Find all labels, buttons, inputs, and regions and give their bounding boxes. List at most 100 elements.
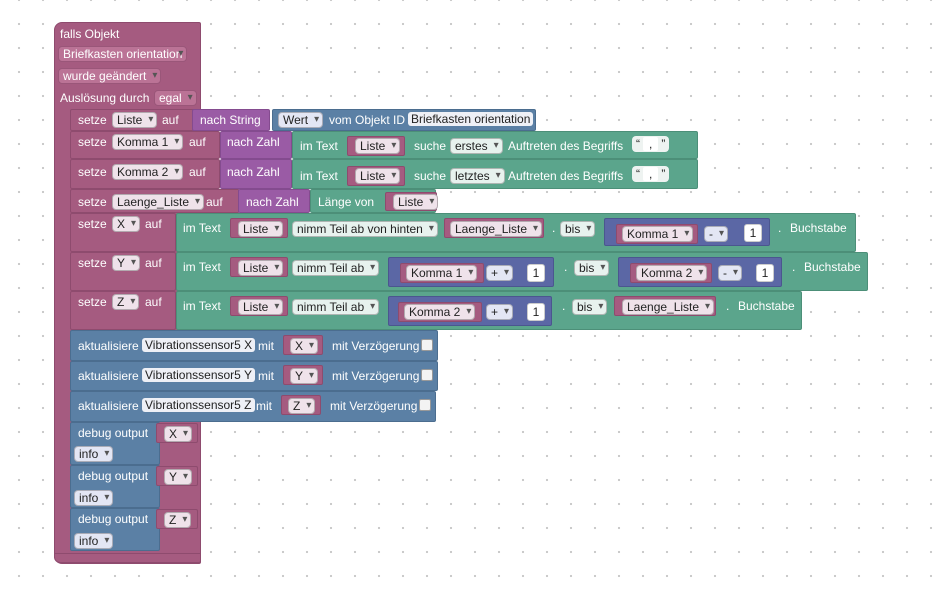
- setze-label: setze: [78, 165, 107, 179]
- auftreten-label: Auftreten des Begriffs: [508, 169, 624, 183]
- number-one[interactable]: 1: [527, 303, 545, 321]
- mit-verzoegerung-label: mit Verzögerung: [332, 369, 420, 383]
- var-z-dropdown[interactable]: Z: [164, 512, 192, 528]
- sensor-z-field[interactable]: Vibrationssensor5 Z: [142, 398, 255, 412]
- mit-verzoegerung-label: mit Verzögerung: [330, 399, 418, 413]
- debug-label: debug output: [78, 426, 149, 440]
- to-number-block[interactable]: [220, 131, 292, 159]
- delay-checkbox[interactable]: [421, 339, 433, 351]
- laenge-von-label: Länge von: [318, 195, 375, 209]
- mit-verzoegerung-label: mit Verzögerung: [332, 339, 420, 353]
- setze-label: setze: [78, 135, 107, 149]
- buchstabe-label: Buchstabe: [738, 299, 795, 313]
- var-liste-dropdown[interactable]: Liste: [355, 138, 401, 154]
- to-string-label: nach String: [200, 113, 261, 127]
- var-komma2-dropdown[interactable]: Komma 2: [636, 265, 708, 281]
- setze-label: setze: [78, 256, 107, 270]
- var-liste-dropdown[interactable]: Liste: [238, 299, 284, 315]
- comma-text-value[interactable]: ,: [643, 167, 659, 181]
- suche-label: suche: [414, 169, 447, 183]
- mit-label: mit: [258, 339, 274, 353]
- from-start-dropdown[interactable]: nimm Teil ab: [292, 260, 380, 276]
- var-laenge-dropdown[interactable]: Laenge_Liste: [450, 221, 543, 237]
- number-one[interactable]: 1: [744, 224, 762, 242]
- erstes-dropdown[interactable]: erstes: [450, 138, 503, 154]
- info-dropdown[interactable]: info: [74, 446, 114, 462]
- aktualisiere-label: aktualisiere: [78, 369, 139, 383]
- dot-label: .: [778, 221, 782, 235]
- var-komma1-dropdown[interactable]: Komma 1: [406, 265, 478, 281]
- auf-label: auf: [189, 165, 206, 179]
- comma-text-value[interactable]: ,: [643, 137, 659, 151]
- var-y-dropdown[interactable]: Y: [112, 255, 141, 271]
- var-laenge-dropdown[interactable]: Laenge_Liste: [622, 299, 715, 315]
- var-komma2-dropdown[interactable]: Komma 2: [112, 164, 184, 180]
- number-one[interactable]: 1: [756, 264, 774, 282]
- var-liste-dropdown[interactable]: Liste: [238, 260, 284, 276]
- info-dropdown[interactable]: info: [74, 533, 114, 549]
- aktualisiere-label: aktualisiere: [78, 399, 139, 413]
- var-komma1-dropdown[interactable]: Komma 1: [622, 226, 694, 242]
- from-end-dropdown[interactable]: nimm Teil ab von hinten: [292, 221, 438, 237]
- op-plus-dropdown[interactable]: +: [486, 265, 514, 281]
- auf-label: auf: [145, 256, 162, 270]
- bis-dropdown[interactable]: bis: [560, 221, 596, 237]
- condition-dropdown[interactable]: wurde geändert: [58, 68, 162, 84]
- var-liste-dropdown[interactable]: Liste: [238, 221, 284, 237]
- object-name-field[interactable]: Briefkasten orientation: [58, 46, 188, 62]
- setze-label: setze: [78, 195, 107, 209]
- sensor-x-field[interactable]: Vibrationssensor5 X: [142, 338, 256, 352]
- im-text-label: im Text: [183, 299, 221, 313]
- to-number-block[interactable]: [220, 159, 292, 189]
- var-z-dropdown[interactable]: Z: [112, 294, 140, 310]
- debug-label: debug output: [78, 512, 149, 526]
- debug-label: debug output: [78, 469, 149, 483]
- from-start-dropdown[interactable]: nimm Teil ab: [292, 299, 380, 315]
- op-plus-dropdown[interactable]: +: [486, 304, 514, 320]
- dot-label: .: [562, 299, 566, 313]
- var-laenge-dropdown[interactable]: Laenge_Liste: [112, 194, 205, 210]
- trigger-label: Auslösung durch: [60, 91, 150, 105]
- var-liste-dropdown[interactable]: Liste: [393, 194, 439, 210]
- var-x-dropdown[interactable]: X: [290, 338, 319, 354]
- buchstabe-label: Buchstabe: [804, 260, 861, 274]
- comma-text-literal[interactable]: “,”: [632, 166, 670, 182]
- object-id-field[interactable]: Briefkasten orientation: [408, 112, 534, 126]
- to-number-label: nach Zahl: [246, 195, 299, 209]
- var-komma1-dropdown[interactable]: Komma 1: [112, 134, 184, 150]
- bis-dropdown[interactable]: bis: [574, 260, 610, 276]
- info-dropdown[interactable]: info: [74, 490, 114, 506]
- comma-text-literal[interactable]: “,”: [632, 136, 670, 152]
- var-komma2-dropdown[interactable]: Komma 2: [404, 304, 476, 320]
- letztes-dropdown[interactable]: letztes: [450, 168, 505, 184]
- op-minus-dropdown[interactable]: -: [718, 265, 742, 281]
- auf-label: auf: [189, 135, 206, 149]
- op-minus-dropdown[interactable]: -: [704, 226, 728, 242]
- to-number-block[interactable]: [238, 189, 310, 213]
- suche-label: suche: [414, 139, 447, 153]
- var-liste-dropdown[interactable]: Liste: [112, 112, 158, 128]
- im-text-label: im Text: [183, 221, 221, 235]
- var-y-dropdown[interactable]: Y: [290, 368, 319, 384]
- bis-dropdown[interactable]: bis: [572, 299, 608, 315]
- trigger-dropdown[interactable]: egal: [154, 90, 197, 106]
- auftreten-label: Auftreten des Begriffs: [508, 139, 624, 153]
- var-x-dropdown[interactable]: X: [112, 216, 141, 232]
- delay-checkbox[interactable]: [419, 399, 431, 411]
- setze-label: setze: [78, 113, 107, 127]
- buchstabe-label: Buchstabe: [790, 221, 847, 235]
- delay-checkbox[interactable]: [421, 369, 433, 381]
- var-y-dropdown[interactable]: Y: [164, 469, 193, 485]
- wert-dropdown[interactable]: Wert: [278, 112, 324, 128]
- to-string-block[interactable]: [192, 109, 270, 131]
- sensor-y-field[interactable]: Vibrationssensor5 Y: [142, 368, 255, 382]
- aktualisiere-label: aktualisiere: [78, 339, 139, 353]
- to-number-label: nach Zahl: [227, 135, 280, 149]
- var-x-dropdown[interactable]: X: [164, 426, 193, 442]
- im-text-label: im Text: [300, 139, 338, 153]
- var-liste-dropdown[interactable]: Liste: [355, 168, 401, 184]
- setze-label: setze: [78, 295, 107, 309]
- var-z-dropdown[interactable]: Z: [288, 398, 316, 414]
- event-label: falls Objekt: [60, 27, 120, 41]
- number-one[interactable]: 1: [527, 264, 545, 282]
